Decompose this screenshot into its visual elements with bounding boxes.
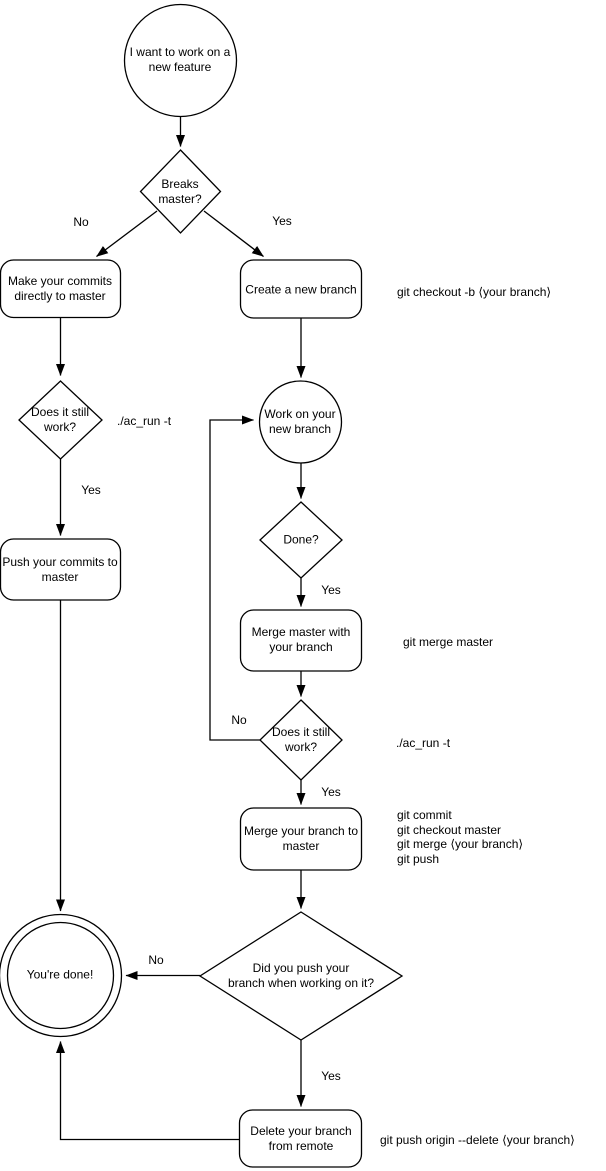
decision-did-push-label: Did you push your branch when working on… [227, 961, 375, 990]
process-make-commits-label: Make your commits directly to master [7, 274, 113, 303]
decision-still-work-mid-shape [259, 699, 343, 781]
annotation-cmd-line: git push [397, 851, 440, 866]
decision-done-shape [259, 501, 343, 579]
edge-label-done-yes: Yes [321, 583, 341, 597]
edge-label-breaks-yes: Yes [272, 214, 292, 228]
decision-done-label: Done? [283, 532, 319, 547]
process-merge-master-label: Merge master with your branch [251, 625, 351, 654]
annotation-cmd-line: git commit [397, 808, 452, 822]
process-merge-branch-label: Merge your branch to master [243, 824, 359, 853]
edge-label-still-mid-no: No [231, 713, 247, 727]
annotation-cmd-line: git checkout master [397, 822, 502, 837]
work-branch-node-shape [258, 380, 343, 464]
process-merge-master-shape [239, 609, 363, 672]
process-create-branch-shape [239, 259, 363, 319]
decision-breaks-master-shape [139, 149, 222, 234]
decision-still-work-left-shape [18, 380, 103, 460]
start-node-shape [123, 3, 238, 118]
annotation-create-branch-cmd: git checkout -b ⟨your branch⟩ [397, 285, 552, 299]
end-node-inner-circle [6, 921, 115, 1030]
annotation-test-cmd-left: ./ac_run -t [117, 414, 172, 428]
edge-label-still-mid-yes: Yes [321, 785, 341, 799]
process-create-branch-label: Create a new branch [245, 282, 357, 297]
process-merge-branch-shape [239, 807, 363, 871]
edge-label-breaks-no: No [73, 215, 89, 229]
annotation-delete-remote-cmd: git push origin --delete ⟨your branch⟩ [380, 1133, 575, 1147]
process-delete-remote-label: Delete your branch from remote [250, 1124, 352, 1153]
edge-label-still-left-yes: Yes [81, 483, 101, 497]
end-node-label: You're done! [26, 967, 94, 982]
decision-still-work-mid-label: Does it still work? [271, 725, 330, 754]
process-push-commits-label: Push your commits to master [2, 555, 118, 584]
edge-label-did-push-no: No [148, 953, 164, 967]
process-delete-remote-shape [238, 1109, 363, 1168]
decision-did-push-shape [198, 911, 404, 1041]
work-branch-node-label: Work on your new branch [264, 407, 336, 436]
edge-breaks-no-to-make [96, 210, 158, 258]
annotation-test-cmd-mid: ./ac_run -t [396, 736, 451, 750]
edge-stillwork-mid-no-loop-to-work [209, 415, 260, 741]
start-node-label: I want to work on a new feature [129, 45, 231, 74]
annotation-cmd-line: git merge ⟨your branch⟩ [397, 837, 524, 852]
process-make-commits-shape [0, 259, 122, 319]
decision-still-work-left-label: Does it still work? [30, 405, 89, 434]
edge-breaks-yes-to-create [203, 210, 264, 258]
decision-breaks-master-label: Breaks master? [158, 177, 202, 206]
edge-delete-loop-to-done [56, 1041, 240, 1141]
process-push-commits-shape [0, 538, 122, 601]
edge-label-did-push-yes: Yes [321, 1069, 341, 1083]
annotation-merge-branch-cmds: git commit git checkout master git merge… [397, 808, 523, 866]
annotation-merge-master-cmd: git merge master [403, 635, 494, 649]
